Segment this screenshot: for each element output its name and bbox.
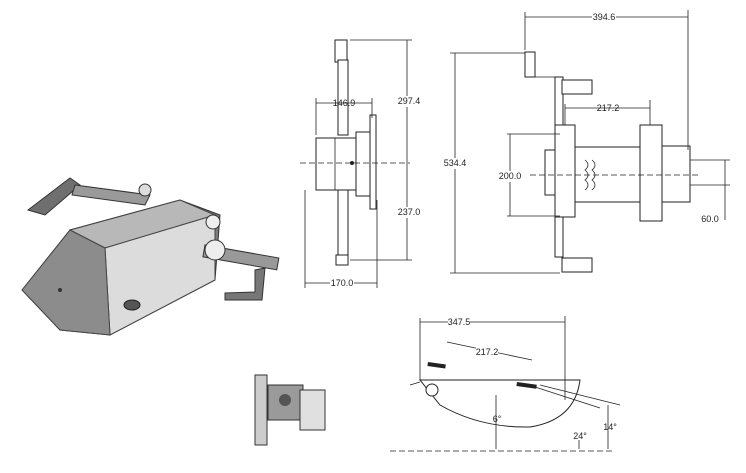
profile-view: 347.5 217.2 6° 24° 14° <box>390 316 621 452</box>
dim-front-slot-pitch: 60.0 <box>701 214 719 224</box>
dim-side-height-lower: 237.0 <box>398 207 421 217</box>
isometric-render <box>21 177 280 336</box>
dim-side-height-upper: 297.4 <box>398 96 421 106</box>
dim-profile-angle-tilt: 14° <box>603 422 617 432</box>
dim-front-overall-height: 534.4 <box>444 158 467 168</box>
dim-front-mount-spacing: 217.2 <box>597 103 620 113</box>
dim-front-slot-height: 200.0 <box>499 171 522 181</box>
assembly-photo <box>254 374 326 446</box>
dim-profile-overall-length: 347.5 <box>448 317 471 327</box>
side-view: 146.9 297.4 237.0 170.0 <box>300 39 421 288</box>
dim-side-width-base: 170.0 <box>331 278 354 288</box>
front-view: 394.6 534.4 217.2 200.0 60.0 <box>443 10 730 274</box>
dim-profile-angle-rear: 24° <box>573 431 587 441</box>
dim-profile-mount-spacing: 217.2 <box>476 347 499 357</box>
dim-profile-angle-front: 6° <box>493 414 502 424</box>
dim-front-overall-width: 394.6 <box>593 12 616 22</box>
dim-side-width-top: 146.9 <box>333 98 356 108</box>
